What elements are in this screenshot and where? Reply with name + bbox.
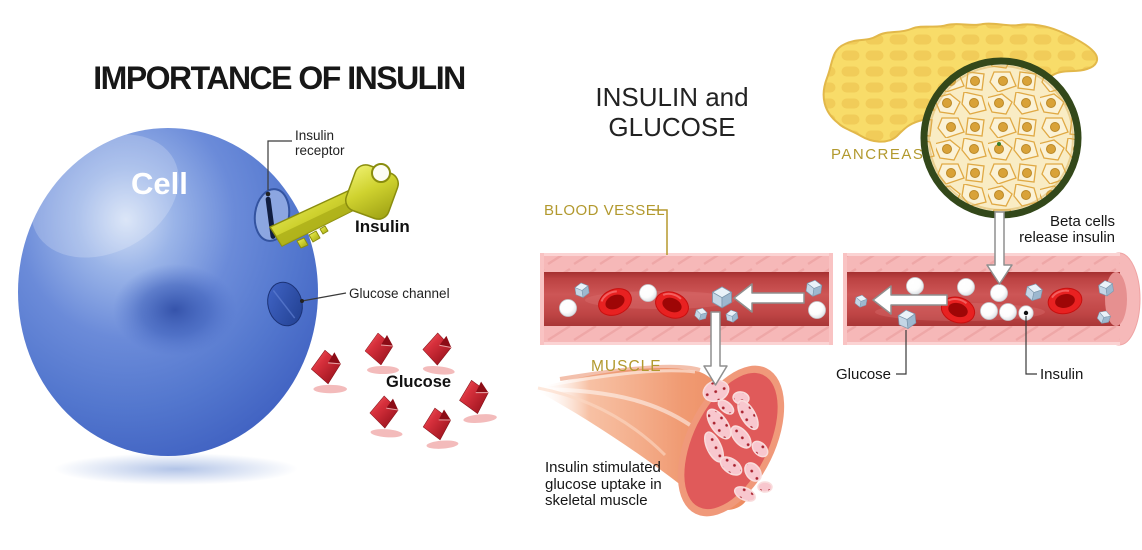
muscle-caption-line1: Insulin stimulated bbox=[545, 459, 661, 476]
vessel-contents-right bbox=[854, 277, 1115, 330]
glucose-label-right: Glucose bbox=[836, 366, 892, 383]
insulin-receptor-label: Insulin receptor bbox=[295, 128, 345, 158]
glucose-channel-label: Glucose channel bbox=[349, 286, 450, 301]
connector-lines-right bbox=[652, 209, 1037, 375]
insulin-release-arrow-icon bbox=[986, 211, 1013, 285]
beta-cells-label-line2: release insulin bbox=[1019, 228, 1115, 246]
glucose-uptake-arrow-icon bbox=[703, 311, 728, 386]
beta-cells-label-line1: Beta cells bbox=[1049, 213, 1115, 230]
beta-cells-magnifier-icon bbox=[920, 57, 1082, 219]
glucose-label-left: Glucose bbox=[386, 373, 452, 391]
muscle-fiber-bundles bbox=[702, 379, 773, 502]
insulin-ball-icon bbox=[906, 277, 924, 295]
muscle-caption-line3: skeletal muscle bbox=[545, 492, 648, 509]
cell-nucleus bbox=[113, 264, 237, 356]
insulin-ball-icon bbox=[808, 301, 826, 319]
right-panel-title: INSULIN and GLUCOSE bbox=[578, 82, 766, 142]
insulin-label-right: Insulin bbox=[1040, 366, 1084, 383]
insulin-key-icon bbox=[269, 163, 400, 249]
right-title-line2: GLUCOSE bbox=[608, 112, 736, 142]
pancreas-label: PANCREAS bbox=[831, 146, 925, 163]
muscle-caption: Insulin stimulated glucose uptake in ske… bbox=[545, 459, 662, 510]
insulin-ball-icon bbox=[639, 284, 657, 302]
left-panel-title: IMPORTANCE OF INSULIN bbox=[93, 60, 466, 96]
insulin-ball-icon bbox=[990, 284, 1008, 302]
blood-vessel-icon bbox=[540, 252, 1141, 346]
cell-shadow bbox=[54, 453, 298, 485]
muscle-caption-line2: glucose uptake in bbox=[545, 475, 662, 493]
insulin-key-label: Insulin bbox=[355, 217, 410, 236]
insulin-ball-icon bbox=[957, 278, 975, 296]
insulin-ball-icon bbox=[559, 299, 577, 317]
cell-label: Cell bbox=[131, 166, 188, 201]
beta-cells-label: Beta cells release insulin bbox=[1019, 214, 1115, 245]
vessel-contents-left bbox=[559, 278, 826, 324]
blood-vessel-label: BLOOD VESSEL bbox=[544, 202, 666, 219]
cell-icon bbox=[18, 128, 318, 485]
insulin-ball-icon bbox=[980, 302, 998, 320]
muscle-label: MUSCLE bbox=[591, 358, 662, 375]
flow-arrow-icon bbox=[733, 283, 805, 313]
muscle-icon bbox=[537, 364, 785, 517]
right-title-line1: INSULIN and bbox=[595, 82, 749, 112]
insulin-ball-icon bbox=[999, 303, 1017, 321]
connector-lines-left bbox=[265, 140, 347, 303]
flow-arrow-icon bbox=[872, 285, 948, 315]
